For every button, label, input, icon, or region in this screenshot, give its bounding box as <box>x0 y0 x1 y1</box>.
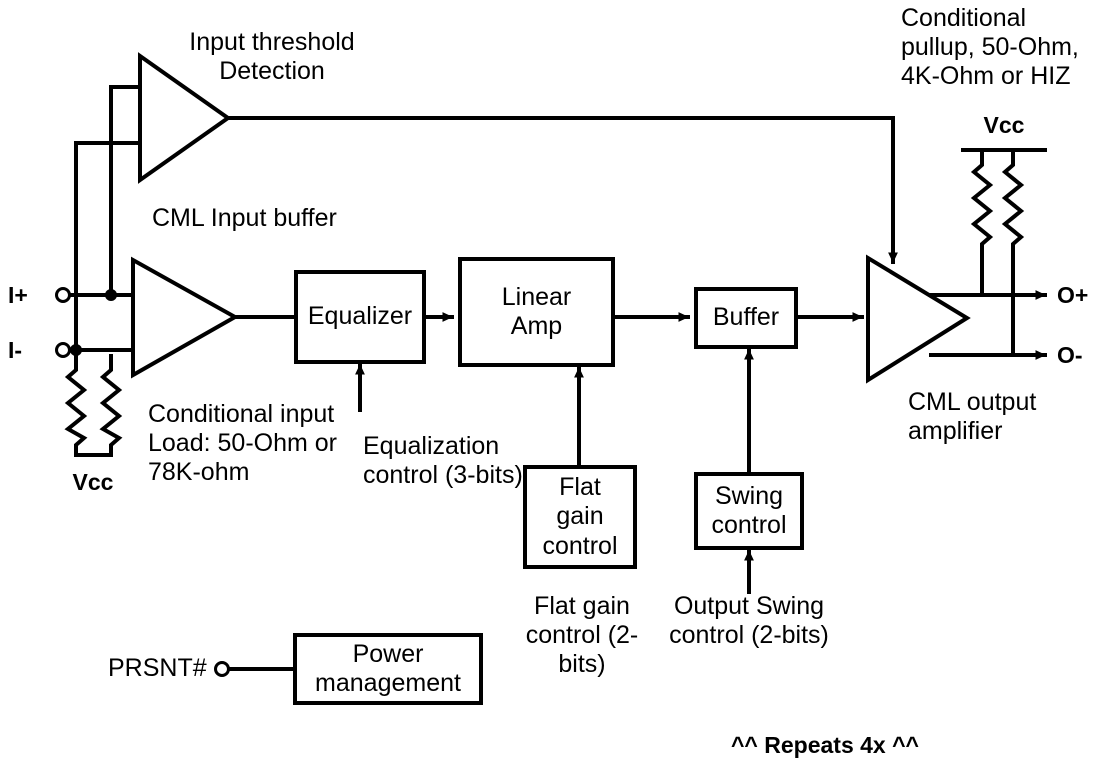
input-load-annotation: Conditional input Load: 50-Ohm or 78K-oh… <box>148 400 337 486</box>
cml-input-buffer-symbol <box>131 256 240 379</box>
buffer-box <box>694 287 798 349</box>
power-management-box <box>293 633 483 705</box>
port-label-prsnt: PRSNT# <box>108 654 207 682</box>
cml-input-buffer-label: CML Input buffer <box>152 204 337 232</box>
junction-dot-i-minus <box>70 344 82 356</box>
detection-output-feedback-wire <box>226 116 895 260</box>
equalizer-box <box>294 270 426 364</box>
i-plus-to-detect-rail <box>109 85 142 297</box>
port-label-i-minus: I- <box>8 337 23 363</box>
port-label-o-minus: O- <box>1057 342 1083 368</box>
threshold-detection-amp-symbol <box>138 52 232 184</box>
cml-output-amp-label: CML output amplifier <box>908 388 1037 445</box>
vcc-input-label: Vcc <box>72 469 114 495</box>
i-minus-terminal <box>55 342 71 358</box>
pullup-annotation: Conditional pullup, 50-Ohm, 4K-Ohm or HI… <box>901 4 1079 90</box>
repeats-note: ^^ Repeats 4x ^^ <box>731 732 919 758</box>
prsnt-terminal <box>214 661 230 677</box>
cml-output-amp-symbol <box>866 254 971 384</box>
swing-control-box <box>694 472 804 550</box>
port-label-i-plus: I+ <box>8 282 28 308</box>
vcc-output-label: Vcc <box>983 112 1025 138</box>
equalization-control-annotation: Equalization control (3-bits) <box>363 432 523 489</box>
i-minus-to-detect-rail <box>74 141 142 352</box>
flat-gain-control-box <box>523 465 637 569</box>
junction-dot-i-plus <box>105 289 117 301</box>
input-termination-resistors <box>64 354 123 457</box>
flat-gain-control-annotation: Flat gain control (2-bits) <box>525 592 639 678</box>
linear-amp-box <box>458 257 615 367</box>
threshold-detection-label: Input threshold Detection <box>189 28 355 85</box>
output-swing-control-annotation: Output Swing control (2-bits) <box>669 592 829 649</box>
output-pullup-resistors <box>970 148 1025 357</box>
port-label-o-plus: O+ <box>1057 282 1089 308</box>
i-plus-terminal <box>55 287 71 303</box>
